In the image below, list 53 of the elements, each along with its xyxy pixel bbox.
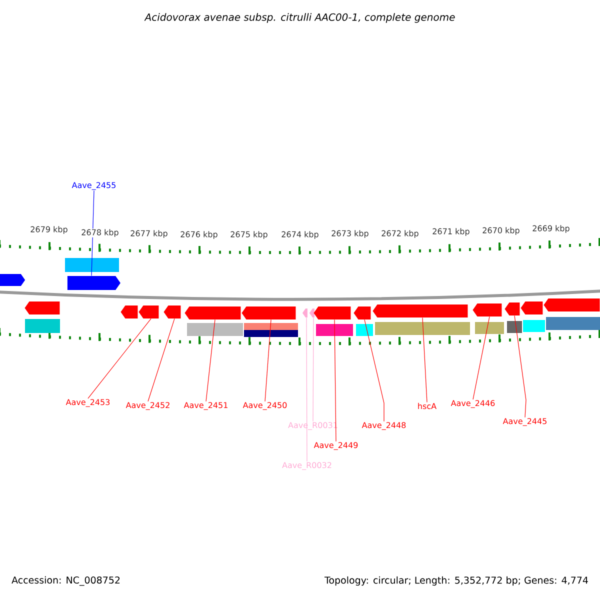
gene-label: Aave_2455 [71, 182, 117, 190]
tick-label: 2671 kbp [432, 228, 470, 236]
leader-line [472, 316, 490, 400]
tick-label: 2679 kbp [30, 226, 68, 234]
gene-feature [314, 306, 351, 320]
gene-label: Aave_2453 [65, 398, 111, 408]
title: Acidovorax avenae subsp. citrulli AAC00-1, complete genome [144, 13, 455, 23]
gene-feature [504, 302, 520, 316]
gene-label: Aave_2446 [450, 400, 496, 408]
gene-feature [164, 306, 181, 318]
leader-line [334, 319, 336, 442]
gene-feature [120, 306, 138, 318]
footer-text: Topology: circular; Length: 5,352,772 bp; Genes: 4,774 [324, 576, 588, 586]
leader-line [88, 318, 152, 399]
gene-feature [67, 276, 120, 290]
leader-line [148, 318, 175, 402]
tick-label: 2678 kbp [80, 228, 120, 238]
gene-feature [372, 304, 468, 318]
gene-feature [309, 308, 314, 318]
tick-label: 2672 kbp [380, 230, 420, 238]
gene-feature [302, 308, 308, 318]
tick-label: 2677 kbp [130, 230, 168, 238]
leader-line [422, 317, 428, 402]
gene-feature [520, 302, 543, 314]
leader-line [206, 319, 216, 402]
gene-label: Aave_2449 [313, 442, 359, 450]
gene-label: Aave_2450 [242, 402, 288, 410]
tick-label: 2670 kbp [482, 226, 520, 236]
tick-label: 2676 kbp [180, 230, 218, 240]
tick-label: 2674 kbp [280, 230, 320, 240]
gene-feature [0, 274, 26, 286]
gene-feature [184, 306, 241, 320]
gene-feature [242, 306, 296, 320]
gene-feature [354, 306, 371, 320]
gene-label: Aave_2445 [502, 418, 548, 426]
leader-line [306, 317, 308, 462]
gene-feature [472, 304, 502, 316]
leader-line [91, 190, 94, 276]
gene-label: Aave_R0032 [282, 462, 332, 470]
tick-label: 2669 kbp [532, 224, 570, 234]
gene-feature [138, 306, 159, 318]
gene-label: Aave_2451 [183, 402, 229, 410]
gene-label: Aave_2448 [361, 422, 407, 430]
gene-feature [24, 302, 60, 314]
leader-line [312, 317, 314, 422]
leader-line [514, 315, 526, 418]
leader-line [364, 319, 384, 422]
gene-feature [544, 298, 600, 312]
gene-label: Aave_2452 [125, 402, 171, 410]
footer-text: Accession: NC_008752 [12, 576, 120, 586]
leader-line [264, 319, 272, 402]
tick-label: 2673 kbp [330, 230, 370, 238]
tick-label: 2675 kbp [230, 230, 268, 240]
